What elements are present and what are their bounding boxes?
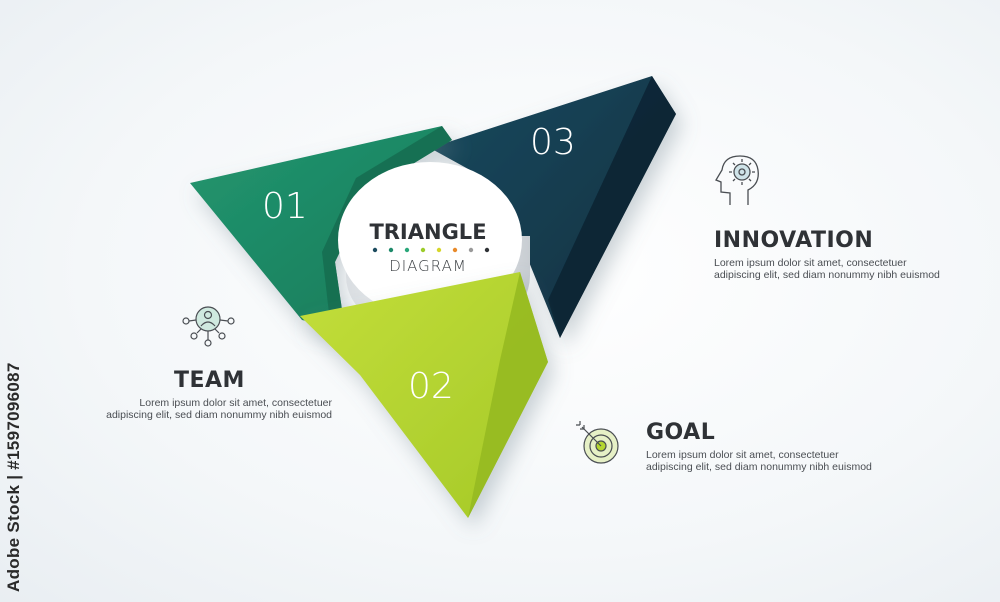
segment-03: [430, 76, 676, 338]
team-block: TEAM Lorem ipsum dolor sit amet, consect…: [92, 368, 332, 421]
center-dot: [372, 247, 378, 253]
head-gear-icon: [715, 155, 759, 205]
team-title: TEAM: [174, 368, 245, 393]
segment-02-number: 02: [408, 366, 454, 407]
center-dot: [468, 247, 474, 253]
center-dot: [404, 247, 410, 253]
innovation-body: Lorem ipsum dolor sit amet, consectetuer…: [714, 257, 940, 281]
innovation-block: INNOVATION Lorem ipsum dolor sit amet, c…: [714, 228, 954, 281]
center-dot: [436, 247, 442, 253]
segment-01-number: 01: [262, 186, 308, 227]
center-dot: [484, 247, 490, 253]
innovation-title: INNOVATION: [714, 228, 874, 253]
center-dots: [372, 247, 490, 253]
center-subtitle: DIAGRAM: [389, 257, 467, 275]
center-dot: [420, 247, 426, 253]
segment-02: [300, 272, 548, 518]
target-arrow-icon: [576, 421, 619, 464]
center-title: TRIANGLE: [369, 220, 486, 244]
center-dot: [388, 247, 394, 253]
goal-title: GOAL: [646, 420, 716, 445]
team-body: Lorem ipsum dolor sit amet, consectetuer…: [106, 397, 332, 421]
stock-watermark: Adobe Stock | #1597096087: [4, 362, 23, 592]
goal-body: Lorem ipsum dolor sit amet, consectetuer…: [646, 449, 872, 473]
center-dot: [452, 247, 458, 253]
segment-03-number: 03: [530, 122, 576, 163]
goal-block: GOAL Lorem ipsum dolor sit amet, consect…: [646, 420, 886, 473]
team-network-icon: [182, 306, 235, 347]
